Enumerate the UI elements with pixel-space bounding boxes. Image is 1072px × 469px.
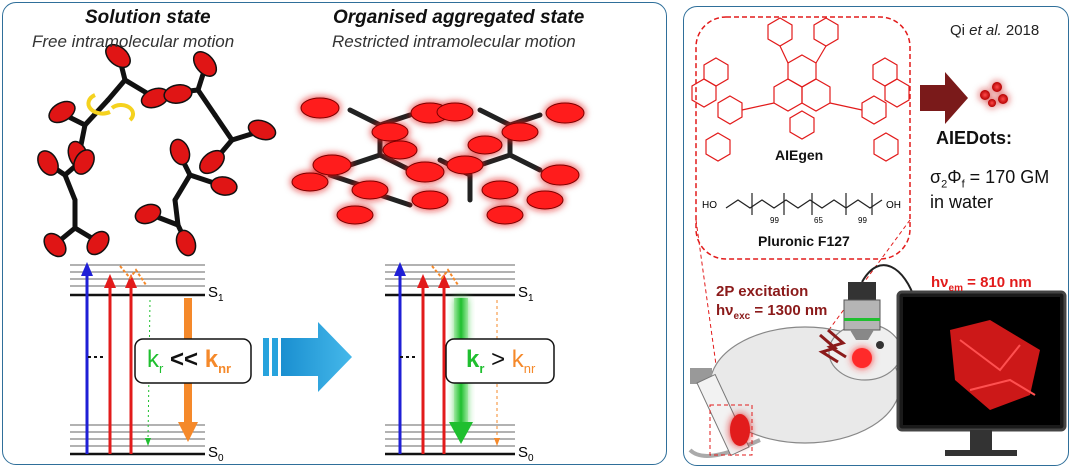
sub-99-right: 99	[858, 216, 867, 225]
formulation-arrow	[920, 72, 968, 124]
aggregated-state-subtitle: Restricted intramolecular motion	[332, 32, 576, 51]
aggregated-molecules	[291, 97, 585, 225]
s1-label-2: S1	[518, 284, 534, 304]
rotation-arrows	[86, 93, 136, 122]
solution-state-subtitle: Free intramolecular motion	[32, 32, 235, 51]
rate-box-2	[445, 338, 555, 384]
syringe	[690, 368, 753, 457]
emission-energy: hνem = 810 nm	[931, 274, 1032, 294]
aiedots	[980, 82, 1008, 107]
molecule-3	[47, 159, 98, 245]
rate-expression-2: kr > knr	[466, 346, 536, 376]
transition-arrow	[263, 322, 352, 392]
rate-box-1	[134, 338, 252, 384]
jablonski-diagram-1	[70, 262, 252, 456]
jablonski-diagram-2	[385, 262, 555, 456]
citation: Qi et al. 2018	[950, 22, 1040, 39]
aiegen-label: AIEgen	[775, 147, 824, 163]
sub-65: 65	[814, 216, 823, 225]
left-panel	[2, 2, 667, 465]
sub-99-left: 99	[770, 216, 779, 225]
s0-label-1: S0	[208, 444, 224, 464]
aggregated-state-title: Organised aggregated state	[333, 7, 585, 28]
solution-rings	[37, 43, 277, 258]
aiedots-label: AIEDots:	[936, 128, 1012, 148]
excitation-energy: hνexc = 1300 nm	[716, 302, 828, 322]
absorption-arrows	[81, 262, 137, 454]
solution-state-title: Solution state	[85, 7, 211, 28]
molecule-2	[177, 65, 261, 163]
rate-expression-1: kr << knr	[147, 346, 232, 376]
ho-label: HO	[702, 200, 717, 211]
oh-label: OH	[886, 200, 901, 211]
brain-spot	[852, 348, 872, 368]
pluronic-structure	[725, 193, 883, 215]
molecule-1	[62, 57, 153, 153]
excitation-title: 2P excitation	[716, 283, 809, 300]
cross-section-value: σ2Φf = 170 GM	[930, 167, 1050, 191]
mouse-illustration	[688, 323, 902, 458]
pluronic-label: Pluronic F127	[758, 233, 850, 249]
vasculature-image	[950, 320, 1040, 410]
structure-callout	[695, 16, 911, 260]
s0-label-2: S0	[518, 444, 534, 464]
in-water-label: in water	[930, 192, 994, 212]
objective-lens	[843, 264, 916, 340]
monitor	[896, 290, 1067, 456]
aiegen-structure	[691, 17, 910, 162]
s1-label-1: S1	[208, 284, 224, 304]
